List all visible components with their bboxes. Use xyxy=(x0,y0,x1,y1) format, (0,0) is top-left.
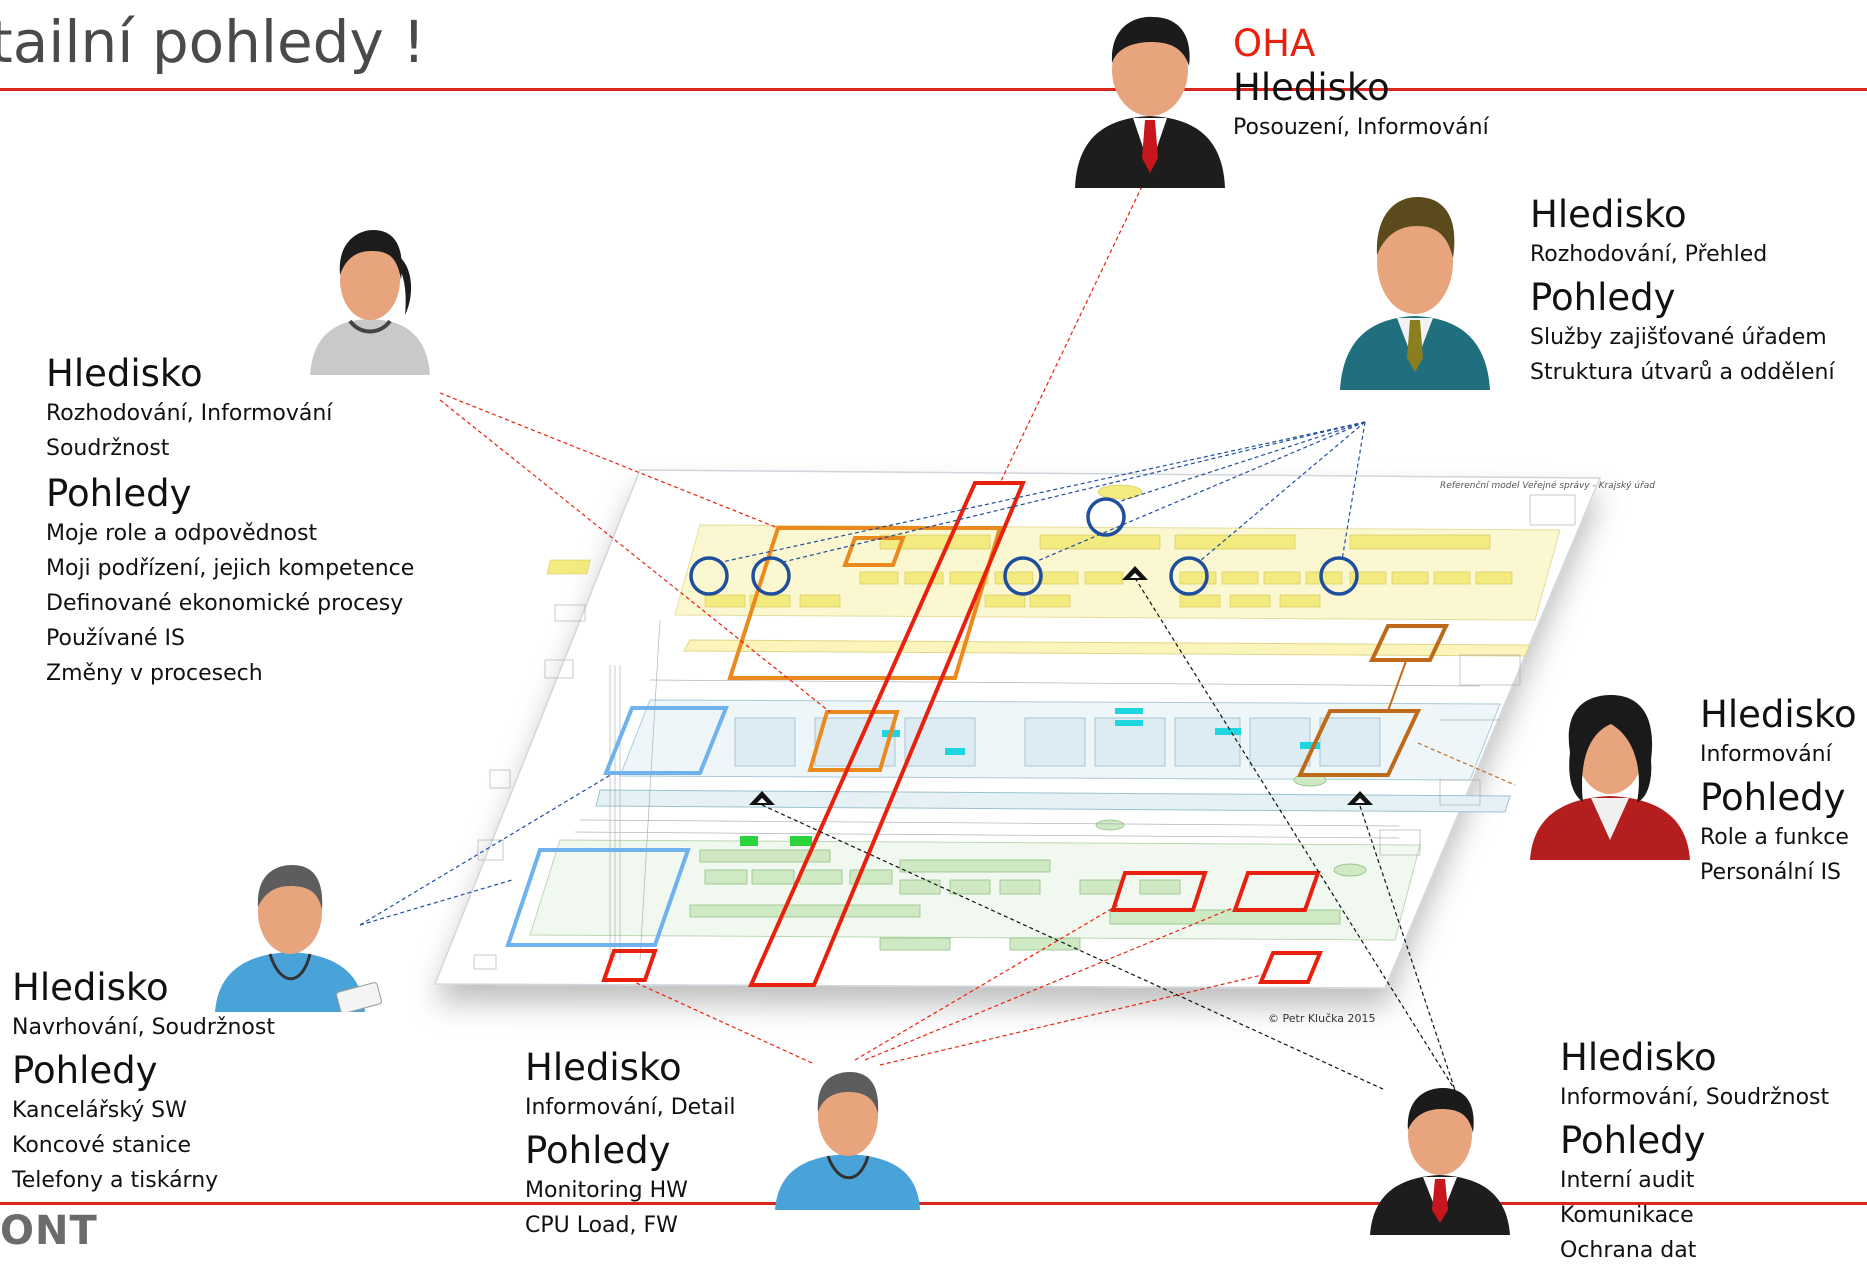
pohledy-heading: Pohledy xyxy=(525,1129,671,1172)
circle-marker xyxy=(1086,497,1126,537)
pohledy-heading: Pohledy xyxy=(1560,1119,1706,1162)
pohledy-heading: Pohledy xyxy=(12,1049,158,1092)
hledisko-heading: Hledisko xyxy=(1530,193,1687,236)
pohledy-line: Moji podřízení, jejich kompetence xyxy=(46,556,415,581)
pohledy-line: Role a funkce xyxy=(1700,825,1849,850)
top-divider xyxy=(0,88,1867,91)
circle-marker xyxy=(1003,556,1043,596)
hledisko-line: Informování xyxy=(1700,742,1832,767)
woman-red-jacket-icon xyxy=(1530,695,1690,860)
hledisko-line: Soudržnost xyxy=(46,436,170,461)
businessman-green-suit-icon xyxy=(1340,196,1490,390)
pohledy-line: CPU Load, FW xyxy=(525,1213,678,1238)
stakeholder-bottom-center: Hledisko Informování, Detail Pohledy Mon… xyxy=(525,1046,736,1243)
hledisko-heading: Hledisko xyxy=(46,352,203,395)
businessman-red-tie-icon xyxy=(1075,16,1225,188)
hledisko-heading: Hledisko xyxy=(1560,1036,1717,1079)
pohledy-line: Definované ekonomické procesy xyxy=(46,591,404,616)
hledisko-heading: Hledisko xyxy=(1233,66,1390,109)
hledisko-line: Rozhodování, Přehled xyxy=(1530,242,1768,267)
red-box-3 xyxy=(1258,951,1323,984)
orange-box-small-top xyxy=(842,536,906,567)
diagram-title: Referenční model Veřejné správy - Krajsk… xyxy=(1440,480,1655,491)
it-worker-badge-icon xyxy=(775,1072,920,1210)
blue-box-top xyxy=(603,706,729,775)
red-box-1 xyxy=(1110,871,1208,912)
pohledy-line: Telefony a tiskárny xyxy=(12,1168,219,1193)
circle-marker xyxy=(751,556,791,596)
pohledy-line: Monitoring HW xyxy=(525,1178,688,1203)
pohledy-heading: Pohledy xyxy=(46,472,192,515)
hledisko-line: Informování, Soudržnost xyxy=(1560,1085,1830,1110)
pohledy-line: Ochrana dat xyxy=(1560,1238,1697,1263)
businessman-red-tie-icon xyxy=(1370,1088,1510,1235)
stakeholder-tag: OHA xyxy=(1233,22,1316,65)
red-box-2 xyxy=(1232,871,1321,912)
red-box-4 xyxy=(601,949,658,982)
circle-marker xyxy=(1169,556,1209,596)
pohledy-line: Kancelářský SW xyxy=(12,1098,187,1123)
hledisko-heading: Hledisko xyxy=(12,966,169,1009)
hledisko-line: Posouzení, Informování xyxy=(1233,115,1489,140)
stakeholder-top-right: Hledisko Rozhodování, Přehled Pohledy Sl… xyxy=(1530,193,1835,390)
stakeholder-bottom-right: Hledisko Informování, Soudržnost Pohledy… xyxy=(1560,1036,1829,1268)
it-worker-badge-icon xyxy=(215,865,382,1012)
circle-marker xyxy=(1319,556,1359,596)
stakeholder-left: Hledisko Rozhodování, Informování Soudrž… xyxy=(46,352,414,691)
pohledy-line: Změny v procesech xyxy=(46,661,263,686)
hledisko-line: Navrhování, Soudržnost xyxy=(12,1015,275,1040)
circle-marker xyxy=(689,556,729,596)
pohledy-line: Personální IS xyxy=(1700,860,1842,885)
brand-logo: ONT xyxy=(0,1208,98,1254)
pohledy-line: Moje role a odpovědnost xyxy=(46,521,318,546)
hledisko-line: Informování, Detail xyxy=(525,1095,736,1120)
pohledy-line: Používané IS xyxy=(46,626,185,651)
pohledy-line: Služby zajišťované úřadem xyxy=(1530,325,1827,350)
woman-grey-shirt-icon xyxy=(310,230,430,375)
hledisko-line: Rozhodování, Informování xyxy=(46,401,333,426)
pohledy-line: Komunikace xyxy=(1560,1203,1694,1228)
application-layer xyxy=(595,699,1511,813)
bottom-divider xyxy=(0,1202,1867,1205)
stakeholder-top: OHA Hledisko Posouzení, Informování xyxy=(1233,22,1489,145)
red-column xyxy=(747,481,1026,987)
infrastructure-layer xyxy=(529,773,1421,951)
brown-box-right-top xyxy=(1368,624,1450,662)
hledisko-heading: Hledisko xyxy=(1700,693,1857,736)
page-title: tailní pohledy ! xyxy=(0,8,426,76)
pohledy-line: Koncové stanice xyxy=(12,1133,192,1158)
pohledy-line: Struktura útvarů a oddělení xyxy=(1530,360,1835,385)
pohledy-heading: Pohledy xyxy=(1530,276,1676,319)
copyright: © Petr Klučka 2015 xyxy=(1268,1012,1376,1025)
hledisko-heading: Hledisko xyxy=(525,1046,682,1089)
stakeholder-right: Hledisko Informování Pohledy Role a funk… xyxy=(1700,693,1857,890)
business-layer xyxy=(546,484,1561,657)
pohledy-line: Interní audit xyxy=(1560,1168,1695,1193)
stakeholder-bottom-left: Hledisko Navrhování, Soudržnost Pohledy … xyxy=(12,966,275,1198)
pohledy-heading: Pohledy xyxy=(1700,776,1846,819)
blue-box-bottom xyxy=(505,848,691,947)
